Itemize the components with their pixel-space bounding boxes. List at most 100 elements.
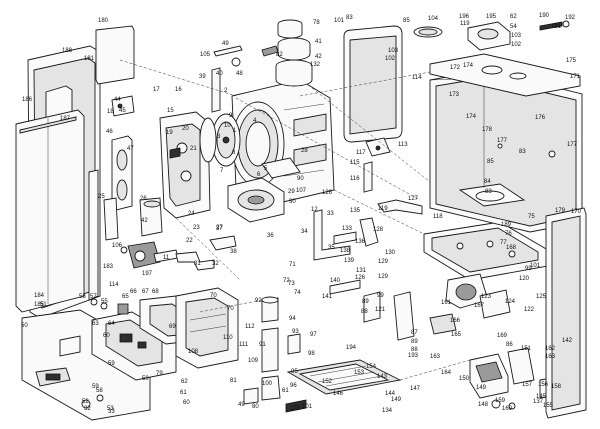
callout-c181: 181 xyxy=(84,56,95,62)
callout-c169: 169 xyxy=(497,333,508,339)
callout-c149: 149 xyxy=(476,385,487,391)
callout-c50: 50 xyxy=(21,323,28,329)
gas-pipe xyxy=(175,235,237,271)
callout-c64: 64 xyxy=(108,321,115,327)
side-door-right xyxy=(545,207,587,419)
callout-c144: 144 xyxy=(385,391,396,397)
gas-valve xyxy=(120,241,179,269)
callout-c111: 111 xyxy=(239,342,249,348)
callout-c61: 61 xyxy=(282,388,289,394)
callout-c158: 158 xyxy=(551,384,562,390)
callout-c177: 177 xyxy=(567,142,578,148)
callout-c115: 115 xyxy=(350,160,360,166)
outer-casing-right xyxy=(429,69,583,233)
callout-c34: 34 xyxy=(301,229,308,235)
callout-c178b: 178 xyxy=(290,406,301,412)
callout-c69: 69 xyxy=(169,324,176,330)
callout-c164: 164 xyxy=(441,370,452,376)
callout-c62b: 62 xyxy=(181,379,188,385)
callout-c48: 48 xyxy=(236,71,243,77)
callout-c163: 163 xyxy=(545,354,556,360)
callout-c191: 191 xyxy=(551,24,562,30)
callout-c95: 95 xyxy=(291,369,298,375)
callout-c63: 63 xyxy=(92,321,99,327)
callout-c176: 176 xyxy=(535,115,546,121)
callout-c83a: 83 xyxy=(346,15,353,21)
callout-c6: 6 xyxy=(257,172,261,178)
callout-c92: 92 xyxy=(255,298,262,304)
callout-c148: 148 xyxy=(478,402,489,408)
callout-c70b: 70 xyxy=(227,306,234,312)
callout-c22: 22 xyxy=(186,238,193,244)
callout-c190: 190 xyxy=(539,13,550,19)
callout-c82: 82 xyxy=(276,52,283,58)
inspection-plate xyxy=(111,135,133,211)
casing-top-lid xyxy=(429,53,581,97)
callout-c93: 93 xyxy=(292,329,299,335)
callout-c19: 19 xyxy=(166,130,173,136)
callout-c9: 9 xyxy=(229,113,233,119)
callout-c185: 185 xyxy=(34,302,45,308)
callout-c40: 40 xyxy=(216,71,223,77)
callout-c160: 160 xyxy=(502,406,513,412)
callout-c147: 147 xyxy=(410,386,421,392)
flow-return-pipes xyxy=(235,87,441,341)
callout-c162: 162 xyxy=(545,346,556,352)
callout-c20: 20 xyxy=(182,126,189,132)
callout-c107: 107 xyxy=(296,188,307,194)
callout-c161: 161 xyxy=(441,300,452,306)
callout-c96: 96 xyxy=(290,383,297,389)
callout-c37: 37 xyxy=(216,226,223,232)
callout-c59b: 59 xyxy=(142,376,149,382)
condensate-trap xyxy=(103,197,163,241)
callout-c110: 110 xyxy=(223,335,233,341)
callout-c61b: 61 xyxy=(180,390,187,396)
front-cover-panel xyxy=(15,109,85,313)
callout-c104: 104 xyxy=(428,16,439,22)
callout-c7: 7 xyxy=(220,168,224,174)
callout-c42b: 42 xyxy=(315,54,322,60)
callout-c180: 180 xyxy=(98,18,109,24)
callout-c183: 183 xyxy=(103,264,114,270)
callout-c67: 67 xyxy=(142,289,149,295)
callout-c52: 52 xyxy=(82,399,89,405)
callout-c133: 133 xyxy=(342,226,353,232)
callout-c3: 3 xyxy=(217,134,221,140)
callout-c84: 84 xyxy=(484,179,491,185)
callout-c16: 16 xyxy=(175,87,182,93)
callout-c94: 94 xyxy=(289,316,296,322)
callout-c36: 36 xyxy=(267,233,274,239)
callout-c187: 187 xyxy=(60,116,71,122)
callout-c154: 154 xyxy=(366,364,377,370)
callout-c168: 168 xyxy=(506,245,517,251)
callout-c10: 10 xyxy=(224,123,231,129)
flue-adaptor xyxy=(261,19,313,87)
callout-c8: 8 xyxy=(232,150,236,156)
flue-spigot-top xyxy=(467,21,511,51)
callout-c151: 151 xyxy=(521,346,532,352)
callout-c125: 125 xyxy=(536,294,547,300)
callout-c114b: 114 xyxy=(109,282,119,288)
callout-c60: 60 xyxy=(103,333,110,339)
assembly-guide-lines xyxy=(119,59,471,381)
callout-c21: 21 xyxy=(190,146,197,152)
callout-c90: 90 xyxy=(297,176,304,182)
callout-c4: 4 xyxy=(253,118,257,124)
callout-c49: 49 xyxy=(222,41,229,47)
callout-c83c: 83 xyxy=(485,189,492,195)
callout-c136: 136 xyxy=(355,239,366,245)
callout-c186: 186 xyxy=(22,97,33,103)
callout-c51: 51 xyxy=(40,302,47,308)
callout-c33b: 33 xyxy=(108,409,115,415)
callout-c18: 18 xyxy=(107,109,114,115)
callout-c196: 196 xyxy=(459,14,470,20)
callout-c156: 156 xyxy=(538,382,549,388)
callout-c166: 166 xyxy=(450,318,461,324)
callout-c72: 72 xyxy=(283,278,290,284)
callout-c54: 54 xyxy=(510,24,517,30)
callout-c165: 165 xyxy=(451,332,462,338)
callout-c102: 102 xyxy=(385,56,396,62)
sensor-pipe xyxy=(211,45,243,113)
callout-c173: 173 xyxy=(449,92,460,98)
callout-c192: 192 xyxy=(565,15,576,21)
